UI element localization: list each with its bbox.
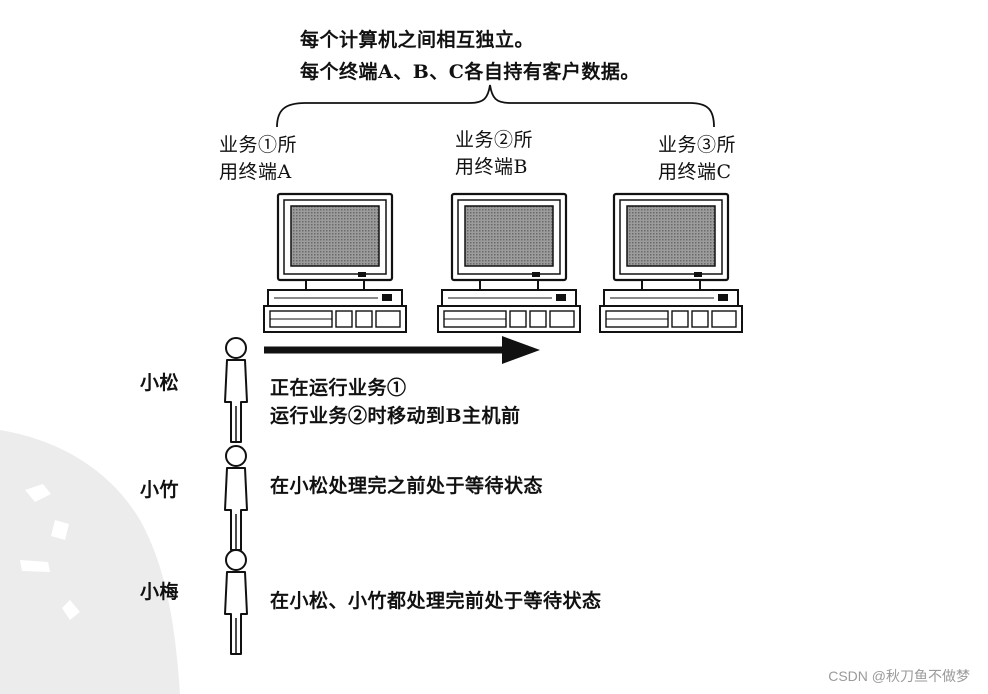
- computer-terminal-a: [262, 192, 408, 334]
- csdn-watermark: CSDN @秋刀鱼不做梦: [828, 668, 970, 684]
- grouping-brace: [276, 84, 715, 128]
- person-name-xiaosong: 小松: [140, 372, 180, 394]
- xiaosong-status-line-1: 正在运行业务①: [270, 377, 407, 399]
- move-arrow: [264, 336, 540, 364]
- person-figure-xiaomei: [224, 549, 248, 655]
- xiaosong-status-line-2: 运行业务②时移动到B主机前: [270, 405, 521, 427]
- terminal-c-label-2: 用终端C: [658, 161, 732, 183]
- xiaozhu-status: 在小松处理完之前处于等待状态: [270, 475, 544, 497]
- person-name-xiaomei: 小梅: [140, 581, 180, 603]
- person-name-xiaozhu: 小竹: [140, 479, 180, 501]
- terminal-a-label-1: 业务①所: [219, 134, 298, 156]
- terminal-b-label-2: 用终端B: [455, 156, 528, 178]
- computer-terminal-b: [436, 192, 582, 334]
- computer-terminal-c: [598, 192, 744, 334]
- person-figure-xiaosong: [224, 337, 248, 443]
- terminal-a-label-2: 用终端A: [219, 161, 292, 183]
- heading-line-2: 每个终端A、B、C各自持有客户数据。: [300, 61, 640, 83]
- xiaomei-status: 在小松、小竹都处理完前处于等待状态: [270, 590, 602, 612]
- terminal-b-label-1: 业务②所: [455, 129, 534, 151]
- heading-line-1: 每个计算机之间相互独立。: [300, 29, 535, 51]
- background-watermark-marks: [20, 484, 80, 620]
- terminal-c-label-1: 业务③所: [658, 134, 737, 156]
- person-figure-xiaozhu: [224, 445, 248, 551]
